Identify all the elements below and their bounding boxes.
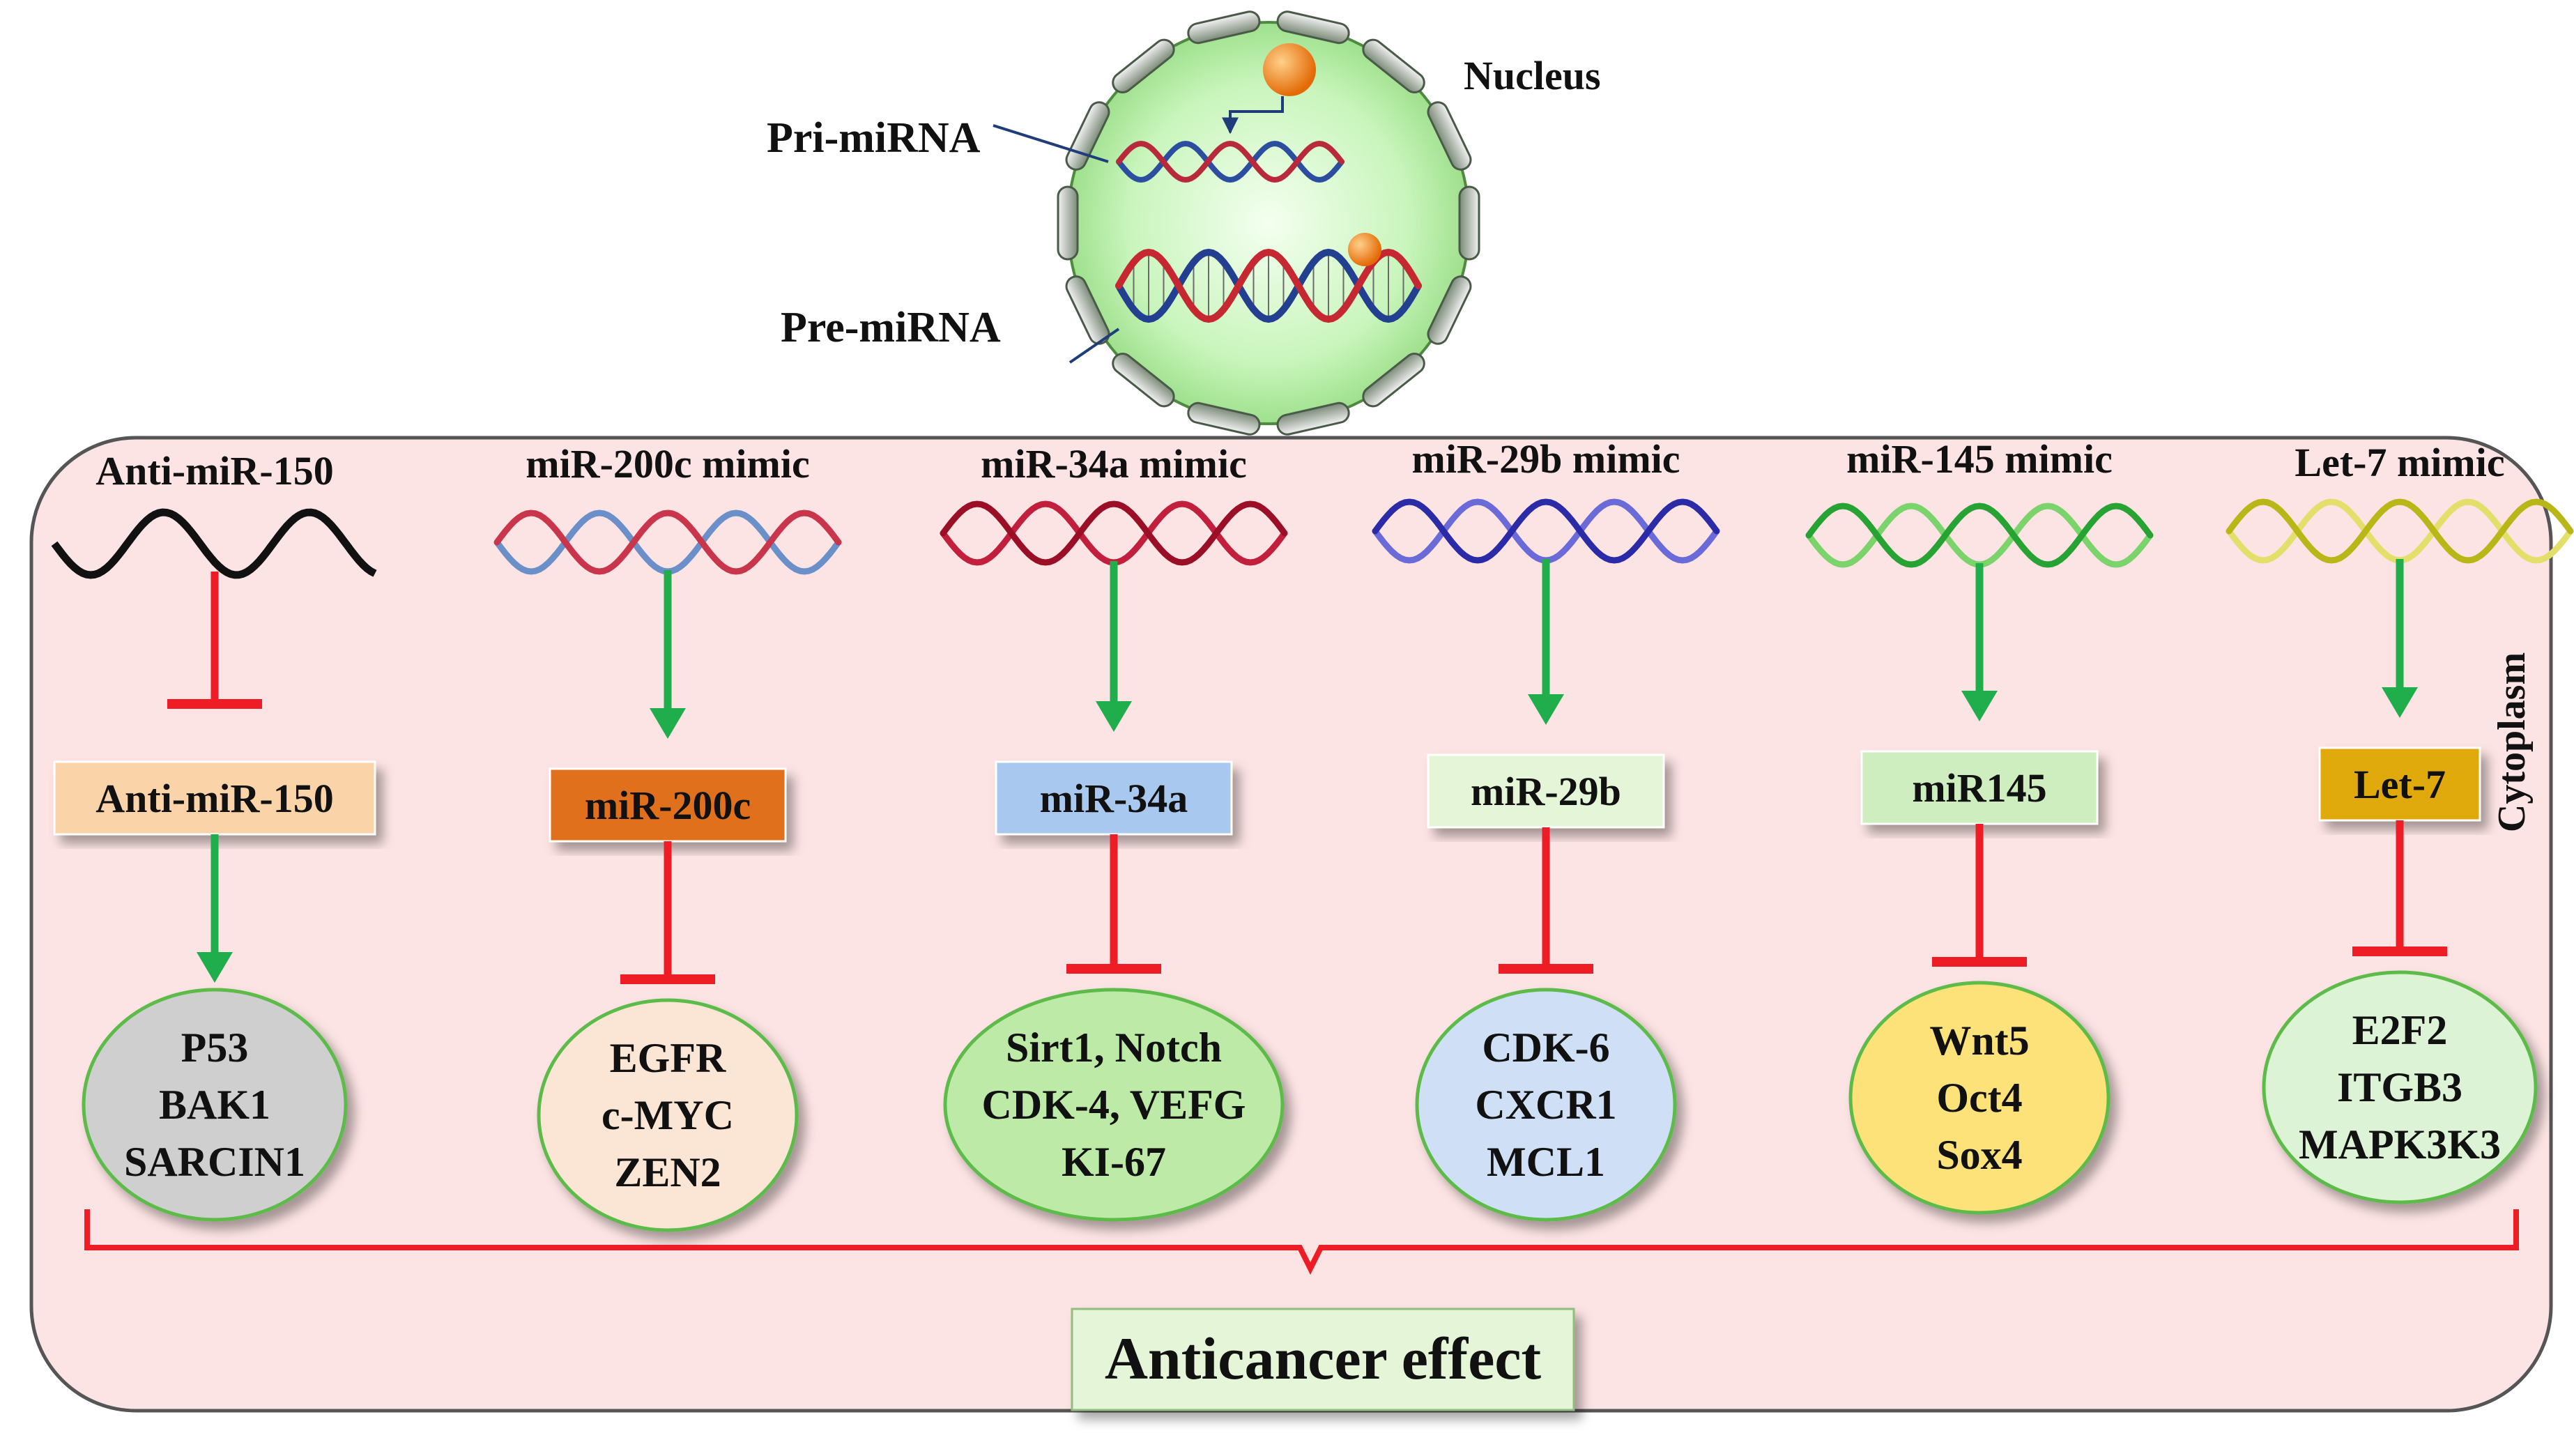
nuclear-segment: [1065, 275, 1110, 345]
pri-mirna-pointer: [993, 124, 1109, 163]
mirna-columns: Anti-miR-150Anti-miR-150P53BAK1SARCIN1mi…: [51, 436, 2574, 1232]
activation-arrowhead-icon: [1961, 691, 1998, 721]
target-gene-label: c-MYC: [602, 1092, 734, 1138]
mirna-box-label: miR-34a: [1040, 776, 1188, 821]
target-gene-label: KI-67: [1062, 1139, 1166, 1185]
nuclear-pore-segments: [1057, 10, 1480, 436]
mirna-box-label: miR145: [1912, 765, 2046, 811]
nucleus-label: Nucleus: [1464, 53, 1601, 98]
cytoplasm-label: Cytoplasm: [2490, 652, 2534, 832]
nuclear-segment: [1427, 101, 1472, 171]
nuclear-segment: [1362, 352, 1425, 408]
column-header: Anti-miR-150: [95, 448, 334, 493]
target-genes-oval: [1415, 988, 1677, 1222]
target-gene-label: CDK-6: [1482, 1025, 1609, 1071]
helix-strand-a: [1805, 503, 2154, 568]
nuclear-segment: [1187, 10, 1261, 45]
mirna-strand-icon: [51, 508, 377, 579]
mirna-box: [549, 767, 787, 843]
pri-mirna-strand-icon: [1116, 140, 1345, 183]
helix-strand-a: [1372, 498, 1720, 564]
pre-mirna-strand-icon: [1115, 248, 1422, 323]
target-gene-label: ITGB3: [2337, 1064, 2462, 1110]
target-gene-label: Wnt5: [1929, 1018, 2029, 1064]
nuclear-segment: [1112, 38, 1175, 94]
anticancer-effect-label: Anticancer effect: [1105, 1325, 1542, 1392]
helix-strand-a: [493, 509, 842, 575]
transcription-arrow-icon: [1222, 96, 1284, 135]
target-genes-oval: [82, 988, 348, 1222]
target-gene-label: P53: [181, 1025, 249, 1071]
pre-mirna-pointer: [1068, 328, 1120, 364]
target-gene-label: E2F2: [2352, 1007, 2448, 1053]
column-header: miR-145 mimic: [1846, 436, 2113, 482]
helix-strand-a: [2226, 498, 2574, 564]
anti-mir-strand: [51, 508, 377, 579]
target-genes-oval: [537, 998, 799, 1232]
polymerase-ball-icon: [1263, 43, 1316, 96]
helix-strand-b: [1115, 248, 1422, 323]
nucleus: Nucleus Pri-miRNA Pre-miRNA: [767, 10, 1601, 436]
mirna-box-label: miR-200c: [585, 783, 751, 828]
mirna-box: [53, 760, 376, 836]
target-gene-label: EGFR: [610, 1035, 726, 1081]
target-gene-label: ZEN2: [614, 1149, 721, 1195]
activation-arrowhead-icon: [650, 708, 686, 739]
nuclear-segment: [1112, 352, 1175, 408]
nuclear-segment: [1276, 401, 1350, 436]
cytoplasm-panel: [29, 436, 2553, 1413]
target-genes-oval: [1848, 981, 2110, 1215]
helix-strand-a: [1116, 140, 1345, 183]
mirna-box-label: Let-7: [2354, 762, 2446, 807]
column-header: miR-200c mimic: [526, 441, 809, 486]
target-gene-label: CDK-4, VEFG: [982, 1082, 1246, 1128]
target-gene-label: Sirt1, Notch: [1006, 1025, 1222, 1071]
nuclear-segment: [1187, 401, 1261, 436]
pre-mirna-label: Pre-miRNA: [781, 304, 1001, 351]
activation-arrowhead-icon: [1096, 701, 1132, 732]
column-header: Let-7 mimic: [2295, 440, 2504, 485]
target-gene-label: CXCR1: [1475, 1082, 1616, 1128]
nuclear-segment: [1427, 275, 1472, 345]
helix-strand-a: [1115, 248, 1422, 323]
helix-strand-b: [1116, 140, 1345, 183]
anticancer-bracket: [84, 1209, 2519, 1275]
target-gene-label: BAK1: [159, 1082, 270, 1128]
target-genes-oval: [2262, 970, 2538, 1204]
mirna-box: [995, 760, 1233, 836]
activation-arrowhead-icon: [197, 952, 233, 983]
activation-arrowhead-icon: [2382, 687, 2418, 718]
helix-strand-a: [940, 500, 1288, 566]
nuclear-segment: [1057, 185, 1079, 261]
target-genes-oval: [943, 988, 1285, 1222]
nuclear-segment: [1362, 38, 1425, 94]
mirna-box: [1860, 750, 2099, 825]
target-gene-label: SARCIN1: [124, 1139, 305, 1185]
pri-mirna-label: Pri-miRNA: [767, 114, 981, 162]
activation-arrowhead-icon: [1528, 694, 1564, 725]
mirna-box-label: Anti-miR-150: [95, 776, 334, 821]
anticancer-effect-box: Anticancer effect: [1071, 1308, 1575, 1411]
target-gene-label: MAPK3K3: [2299, 1121, 2501, 1167]
target-gene-label: Oct4: [1936, 1075, 2022, 1121]
mirna-box: [1427, 753, 1665, 829]
mirna-box: [2318, 746, 2481, 822]
nuclear-segment: [1276, 10, 1350, 45]
mirna-box-label: miR-29b: [1471, 769, 1621, 814]
nuclear-segment: [1458, 185, 1480, 261]
anticancer-effect-frame: [1071, 1308, 1575, 1411]
processing-ball-icon: [1348, 233, 1381, 266]
target-gene-label: MCL1: [1487, 1139, 1605, 1185]
column-header: miR-34a mimic: [981, 441, 1247, 486]
target-gene-label: Sox4: [1936, 1132, 2022, 1178]
column-header: miR-29b mimic: [1412, 436, 1680, 482]
